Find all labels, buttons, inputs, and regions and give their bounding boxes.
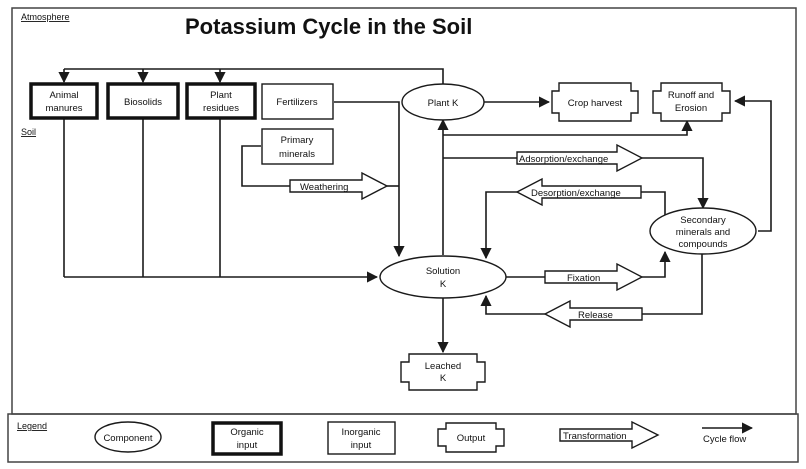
component-solution-k: Solution K [379,255,507,299]
svg-text:input: input [237,440,258,451]
legend: Legend Component Organic input Inorganic… [17,420,754,456]
svg-text:Release: Release [578,310,613,321]
svg-text:manures: manures [46,103,83,114]
output-runoff-erosion: Runoff and Erosion [652,82,731,122]
organic-input-plant-residues: Plant residues [185,82,257,120]
svg-text:Erosion: Erosion [675,103,707,114]
legend-output: Output [437,422,505,453]
flow-adsorption-to-secondary [642,157,709,210]
svg-text:Leached: Leached [425,361,461,372]
svg-text:Component: Component [103,433,152,444]
svg-text:Crop harvest: Crop harvest [568,98,623,109]
svg-text:Fixation: Fixation [567,273,600,284]
flow-release-in [642,254,703,315]
svg-text:Adsorption/exchange: Adsorption/exchange [519,154,608,165]
legend-inorganic-input: Inorganic input [327,421,396,455]
svg-text:Animal: Animal [49,90,78,101]
svg-text:Cycle flow: Cycle flow [703,434,746,445]
flow-fixation-to-secondary [642,250,671,278]
svg-text:Secondary: Secondary [680,215,726,226]
transformation-weathering: Weathering [289,171,389,201]
output-crop-harvest: Crop harvest [551,82,639,122]
flow-desorption-to-solution [480,191,517,260]
svg-text:Transformation: Transformation [563,431,627,442]
svg-text:Primary: Primary [281,135,314,146]
inorganic-input-primary-minerals: Primary minerals [261,128,334,165]
svg-text:Plant: Plant [210,90,232,101]
flow-release-to-solution [480,294,545,315]
flow-secondary-to-runoff [733,95,772,232]
component-plant-k: Plant K [401,83,485,121]
transformation-adsorption: Adsorption/exchange [516,143,644,173]
zone-atmosphere: Atmosphere [21,12,70,22]
legend-component: Component [94,421,162,453]
flow-plantk-to-residue-bus [64,68,444,89]
svg-text:Output: Output [457,433,486,444]
svg-text:minerals: minerals [279,149,315,160]
svg-text:input: input [351,440,372,451]
svg-text:K: K [440,373,447,384]
transformation-desorption: Desorption/exchange [515,177,642,207]
svg-text:Organic: Organic [230,427,264,438]
legend-cycle-flow: Cycle flow [702,422,754,445]
svg-text:residues: residues [203,103,239,114]
svg-text:K: K [440,279,447,290]
svg-text:Plant K: Plant K [428,98,459,109]
organic-input-animal-manures: Animal manures [29,82,99,120]
svg-text:Weathering: Weathering [300,182,348,193]
diagram-title: Potassium Cycle in the Soil [185,14,472,39]
legend-frame [7,413,799,463]
flow-to-runoff [443,119,693,136]
legend-transformation: Transformation [559,420,660,450]
zone-soil: Soil [21,127,36,137]
svg-text:compounds: compounds [678,239,727,250]
legend-title: Legend [17,421,47,431]
transformation-fixation: Fixation [544,262,644,292]
organic-input-biosolids: Biosolids [106,82,180,120]
legend-organic-input: Organic input [211,421,283,456]
svg-text:Runoff and: Runoff and [668,90,714,101]
flow-fertilizers-to-solution [334,101,405,258]
component-secondary-minerals: Secondary minerals and compounds [649,207,757,255]
flow-primary-minerals [241,145,290,187]
inorganic-input-fertilizers: Fertilizers [261,83,334,120]
output-leached-k: Leached K [400,353,486,391]
svg-text:Biosolids: Biosolids [124,97,162,108]
svg-text:minerals and: minerals and [676,227,730,238]
svg-text:Fertilizers: Fertilizers [276,97,317,108]
flow-desorption-in [641,191,666,216]
svg-text:Inorganic: Inorganic [341,427,380,438]
svg-text:Desorption/exchange: Desorption/exchange [531,188,621,199]
cycle-flow-lines [58,68,772,354]
transformation-release: Release [543,299,643,329]
svg-text:Solution: Solution [426,266,460,277]
